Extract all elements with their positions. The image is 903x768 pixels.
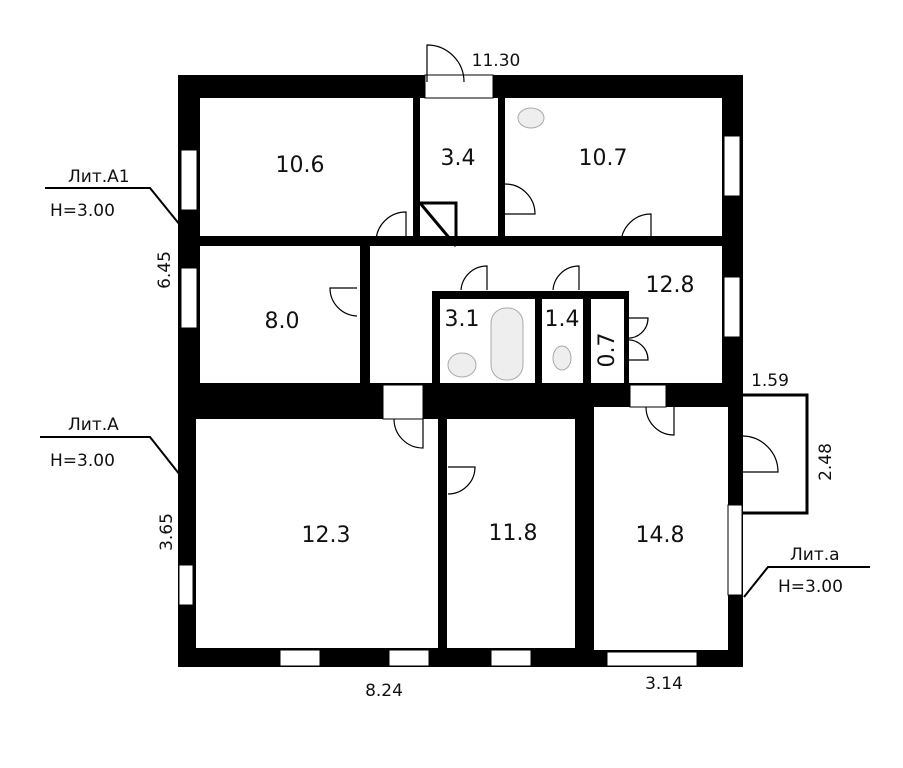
room-11-8: [447, 419, 575, 648]
room-area: 10.6: [276, 153, 325, 178]
room-8-0: [200, 246, 360, 383]
toilet-icon: [552, 345, 572, 371]
closet: [418, 201, 458, 247]
room-14-8: [594, 407, 728, 650]
svg-text:H=3.00: H=3.00: [50, 201, 115, 221]
room-area: 3.4: [441, 146, 476, 171]
label-lit-a: Лит.А H=3.00: [40, 415, 181, 476]
room-area: 8.0: [265, 309, 300, 334]
entrance-door: [424, 74, 494, 99]
dimension-bottom-left: 8.24: [365, 681, 403, 701]
svg-text:H=3.00: H=3.00: [50, 451, 115, 471]
room-0-7-closet: [591, 299, 624, 383]
room-area: 11.8: [489, 521, 538, 546]
room-3-4: [420, 98, 498, 236]
svg-text:Лит.А: Лит.А: [68, 415, 119, 435]
dimension-bottom-right: 3.14: [645, 674, 683, 694]
svg-text:Лит.А1: Лит.А1: [68, 167, 130, 187]
room-area: 10.7: [579, 146, 628, 171]
room-10-6: [200, 98, 413, 236]
dimension-left-lower: 3.65: [157, 513, 177, 551]
bathtub-icon: [490, 307, 524, 381]
label-lit-a1: Лит.А1 H=3.00: [45, 167, 181, 226]
dimension-porch-width: 1.59: [751, 371, 789, 391]
porch: [743, 393, 809, 515]
dimension-porch-depth: 2.48: [816, 443, 836, 481]
sink-icon: [517, 107, 545, 129]
dimension-top: 11.30: [472, 51, 521, 71]
svg-text:Лит.а: Лит.а: [790, 545, 840, 565]
room-area: 12.3: [302, 523, 351, 548]
door-swing: [426, 44, 465, 83]
label-lit-a-small: Лит.а H=3.00: [743, 545, 870, 598]
room-area: 0.7: [595, 333, 620, 368]
room-area: 12.8: [646, 273, 695, 298]
sink-icon: [447, 352, 477, 378]
room-12-3: [196, 419, 438, 648]
door-swings: [329, 183, 779, 495]
dimension-left-upper: 6.45: [155, 251, 175, 289]
room-area: 3.1: [445, 307, 480, 332]
svg-text:H=3.00: H=3.00: [778, 577, 843, 597]
windows: [178, 135, 743, 667]
room-area: 1.4: [545, 307, 580, 332]
room-area: 14.8: [636, 523, 685, 548]
